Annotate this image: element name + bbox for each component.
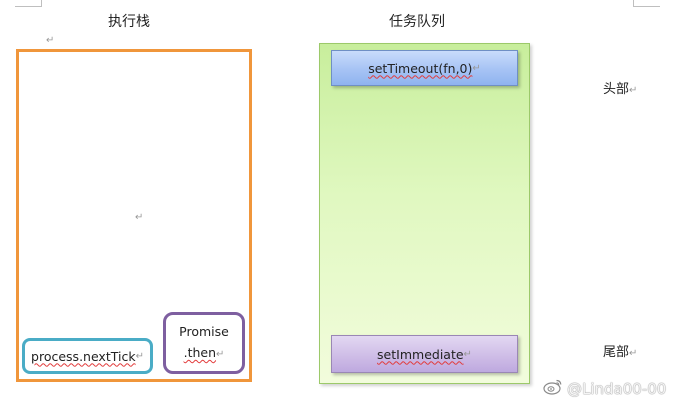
head-label: 头部↵ [603,82,638,97]
then-label: .then [183,345,217,360]
paragraph-mark: ↵ [216,349,225,360]
promise-then-box: Promise .then↵ [163,312,245,374]
tail-label: 尾部↵ [603,345,638,360]
promise-label: Promise [179,324,229,339]
process-nexttick-box: process.nextTick↵ [22,338,153,374]
task-queue-box [319,43,530,384]
setimmediate-label: setImmediate [377,346,464,362]
page-corner-mark-left [15,0,42,7]
page-corner-mark-right [633,0,660,7]
settimeout-task: setTimeout(fn,0)↵ [331,50,518,86]
settimeout-label: setTimeout(fn,0) [368,60,473,76]
watermark-text: @Linda00-00 [567,379,667,398]
paragraph-mark: ↵ [135,350,144,362]
weibo-icon [543,378,563,399]
queue-title: 任务队列 [389,14,445,30]
process-nexttick-label: process.nextTick [31,348,136,364]
paragraph-mark: ↵ [46,35,55,46]
watermark: @Linda00-00 [543,378,666,399]
paragraph-mark: ↵ [463,348,472,360]
paragraph-mark: ↵ [472,62,481,74]
stack-title: 执行栈 [108,14,150,30]
stack-center-mark: ↵ [135,212,144,223]
setimmediate-task: setImmediate↵ [331,335,518,373]
execution-stack-box [16,49,252,382]
